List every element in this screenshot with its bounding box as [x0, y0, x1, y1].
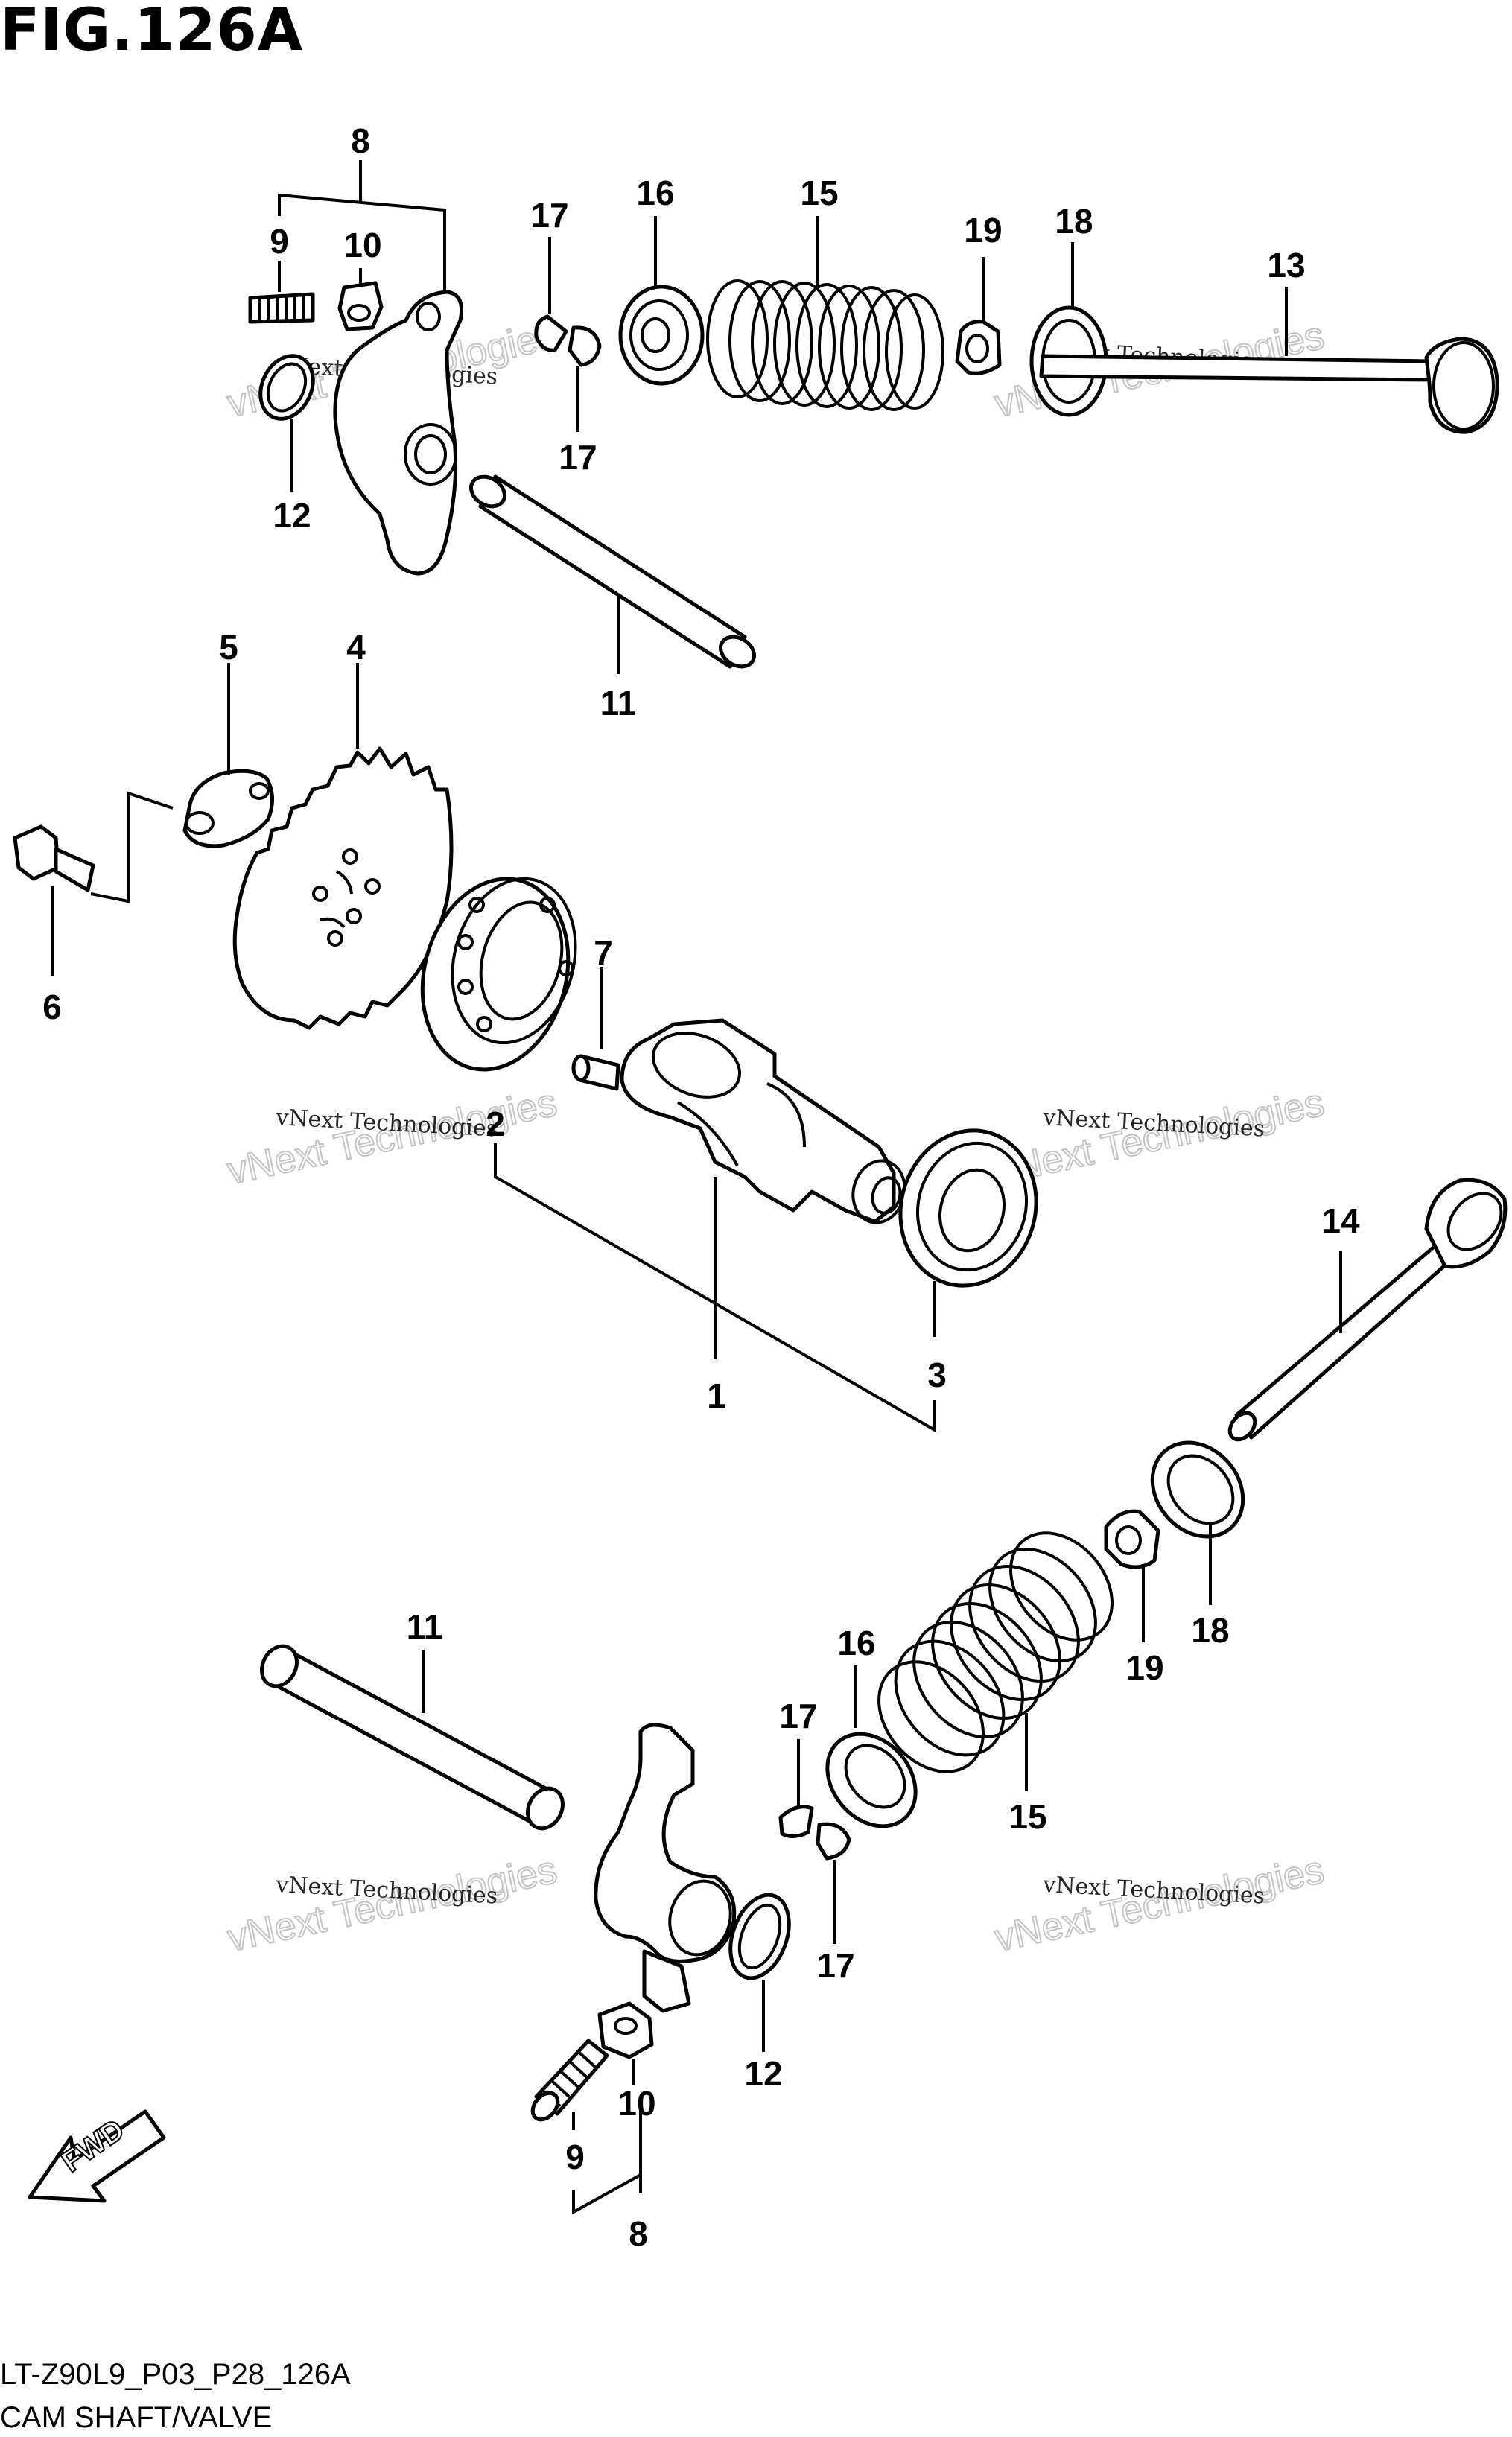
figure-name: CAM SHAFT/VALVE: [0, 2401, 273, 2434]
callout-18: 18: [1191, 1611, 1229, 1650]
callout-6: 6: [42, 988, 62, 1026]
callout-1: 1: [707, 1376, 726, 1415]
rocker-shaft-upper: [469, 474, 756, 669]
spring-washer-lower: [1150, 1440, 1245, 1539]
figure-code: LT-Z90L9_P03_P28_126A: [0, 2358, 351, 2391]
callout-17: 17: [530, 196, 568, 235]
sprocket-plate: [182, 769, 274, 848]
callout-3: 3: [927, 1356, 947, 1394]
callout-2: 2: [486, 1105, 505, 1143]
callout-9: 9: [565, 2138, 585, 2176]
valve-cotter-lower: [778, 1805, 851, 1861]
valve-stem-seal-lower: [1104, 1509, 1160, 1569]
callout-15: 15: [800, 174, 838, 212]
callout-7: 7: [594, 933, 613, 972]
camshaft: [620, 1018, 906, 1224]
valve-stem-seal-upper: [955, 320, 1002, 375]
callout-12: 12: [273, 496, 311, 535]
valve-cotter-upper: [534, 314, 602, 367]
spring-retainer-upper: [618, 285, 705, 386]
bracket-camshaft-set: [494, 1143, 936, 1433]
callout-16: 16: [837, 1624, 875, 1662]
watermark-large: vNext Technologies: [991, 1081, 1327, 1192]
adjusting-screw-lower: [530, 2039, 609, 2122]
watermark-large: vNext Technologies: [223, 1081, 560, 1192]
callout-19: 19: [964, 211, 1002, 250]
dowel-pin: [571, 1054, 620, 1091]
exhaust-valve: [1227, 1178, 1508, 1442]
callout-17: 17: [816, 1946, 854, 1985]
bracket-8-lower: [572, 2104, 642, 2215]
callout-12: 12: [744, 2054, 782, 2093]
cam-sprocket: [232, 746, 454, 1030]
callout-16: 16: [636, 174, 674, 212]
callout-9: 9: [270, 222, 289, 261]
intake-valve: [1039, 337, 1499, 434]
o-ring-upper: [258, 354, 315, 421]
o-ring-lower: [728, 1893, 791, 1980]
callout-8: 8: [351, 121, 370, 160]
rocker-shaft-lower: [260, 1644, 565, 1831]
callout-5: 5: [219, 628, 238, 667]
callout-11: 11: [600, 684, 637, 722]
figure-title: FIG.126A: [0, 0, 304, 64]
camshaft-bearing-right: [898, 1128, 1038, 1288]
watermark-large: vNext Technologies: [223, 1848, 560, 1960]
callout-numbers: 8 9 10 12 11 17 17 16 15 19 18 13 5 4 6 …: [42, 121, 1360, 2253]
callout-13: 13: [1267, 246, 1305, 285]
adjusting-screw-upper: [248, 292, 315, 324]
forward-direction-arrow: FWD: [28, 2109, 166, 2203]
watermark-large: vNext Technologies: [991, 1848, 1327, 1960]
valve-spring-lower: [877, 1531, 1114, 1773]
callout-19: 19: [1125, 1648, 1163, 1687]
callout-4: 4: [346, 628, 366, 667]
callout-11: 11: [407, 1607, 443, 1646]
lock-nut-upper: [337, 281, 384, 331]
sprocket-bolt: [13, 824, 95, 892]
rocker-arm-lower: [594, 1723, 737, 2013]
callout-17: 17: [779, 1697, 817, 1735]
callout-18: 18: [1055, 202, 1093, 241]
callout-14: 14: [1321, 1201, 1360, 1240]
valve-spring-upper: [706, 279, 944, 411]
callout-8: 8: [629, 2214, 648, 2253]
lock-nut-lower: [597, 2001, 654, 2059]
callout-15: 15: [1008, 1797, 1046, 1836]
callout-10: 10: [617, 2084, 655, 2123]
callout-10: 10: [343, 226, 381, 264]
callout-17: 17: [559, 438, 597, 477]
spring-retainer-lower: [825, 1732, 918, 1828]
camshaft-bearing-left: [420, 877, 577, 1072]
rocker-arm-upper: [333, 290, 463, 576]
